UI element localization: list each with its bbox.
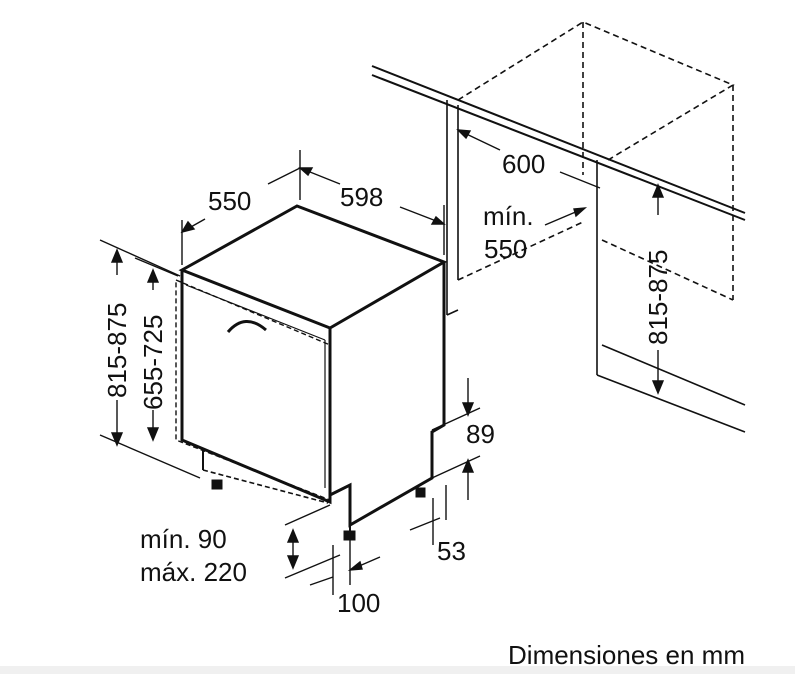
dishwasher-side — [329, 262, 446, 528]
depth-label: 550 — [208, 186, 251, 216]
dimension-lines — [99, 129, 665, 595]
dishwasher-top — [178, 204, 448, 330]
plinth-max-label: máx. 220 — [140, 557, 247, 587]
countertop-lower-edge — [371, 74, 746, 221]
height-range-label: 815-875 — [102, 303, 132, 398]
door-panel-outline — [175, 278, 331, 502]
front-right-foot — [343, 530, 356, 541]
door-handle — [226, 320, 267, 334]
plinth-recess-label: 100 — [337, 588, 380, 618]
niche-depth-value-label: 550 — [484, 234, 527, 264]
niche-height-range-label: 815-875 — [643, 250, 673, 345]
niche-width-label: 600 — [502, 149, 545, 179]
foot-height-label: 53 — [437, 536, 466, 566]
upper-cabinet-outline — [457, 21, 735, 161]
countertop — [371, 65, 746, 214]
dishwasher-front — [180, 270, 332, 505]
plinth-height-label: 89 — [466, 419, 495, 449]
front-left-foot — [211, 479, 223, 490]
width-label: 598 — [340, 182, 383, 212]
plinth-min-label: mín. 90 — [140, 524, 227, 554]
bottom-strip — [0, 666, 795, 674]
cabinet-niche — [371, 21, 746, 433]
door-height-range-label: 655-725 — [138, 315, 168, 410]
rear-right-foot — [415, 487, 426, 498]
niche-depth-min-label: mín. — [483, 201, 534, 231]
units-caption: Dimensiones en mm — [508, 640, 745, 670]
dishwasher-unit — [175, 204, 448, 541]
